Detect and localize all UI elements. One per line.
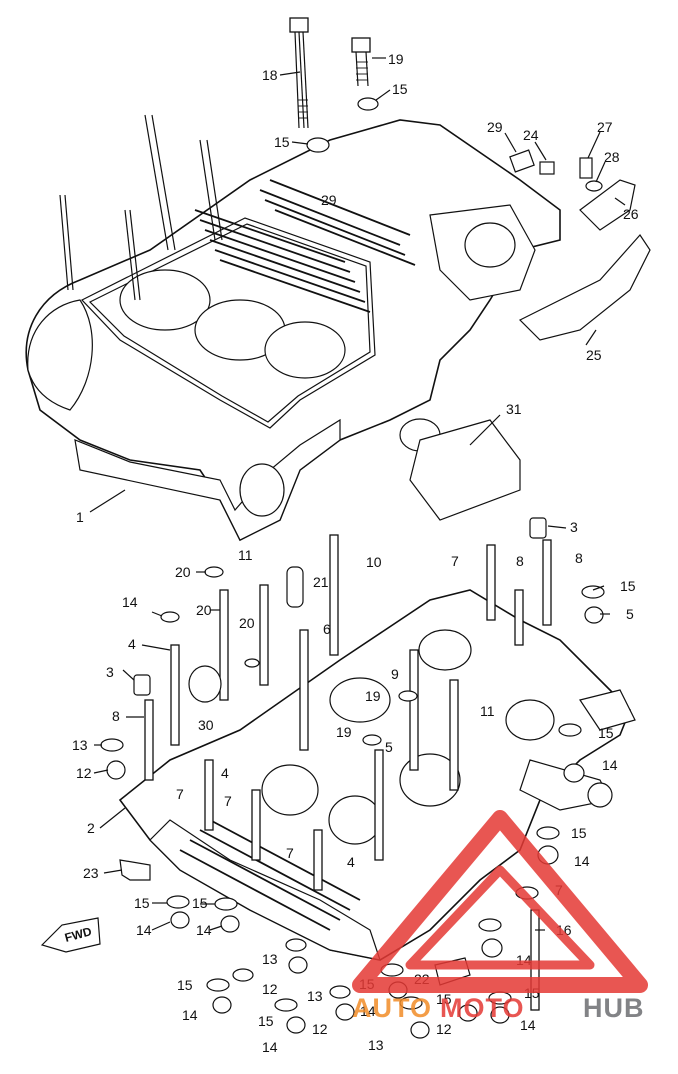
watermark-moto: MOTO	[440, 993, 525, 1023]
filter-30	[188, 665, 222, 703]
callout-15: 15	[258, 1013, 274, 1029]
upper-crankcase	[25, 114, 651, 542]
callout-13: 13	[307, 988, 323, 1004]
callout-25: 25	[586, 347, 602, 363]
callout-5: 5	[385, 739, 393, 755]
callout-20: 20	[175, 564, 191, 580]
callout-15: 15	[392, 81, 408, 97]
callout-19: 19	[365, 688, 381, 704]
callout-13: 13	[262, 951, 278, 967]
callout-28: 28	[604, 149, 620, 165]
leader-lines	[89, 57, 626, 931]
callout-31: 31	[506, 401, 522, 417]
screw-27	[579, 157, 593, 179]
dowel-3-right	[529, 517, 547, 539]
watermark-hub: HUB	[583, 993, 645, 1023]
callout-12: 12	[436, 1021, 452, 1037]
callout-11: 11	[238, 547, 253, 563]
callout-15: 15	[436, 991, 452, 1007]
callout-2: 2	[87, 820, 95, 836]
callout-14: 14	[182, 1007, 198, 1023]
callout-20: 20	[239, 615, 255, 631]
bolt-18	[289, 17, 309, 129]
bracket-23	[119, 859, 151, 881]
callout-21: 21	[313, 574, 329, 590]
oring-20-a	[204, 566, 224, 578]
callout-14: 14	[136, 922, 152, 938]
washer-15-top	[357, 97, 379, 111]
callout-14: 14	[360, 1003, 376, 1019]
nuts-and-washers	[100, 585, 605, 1039]
callout-15: 15	[177, 977, 193, 993]
dowel-3-left	[133, 674, 151, 696]
callout-14: 14	[574, 853, 590, 869]
callout-5: 20	[196, 602, 212, 618]
callout-29: 29	[321, 192, 337, 208]
oring-19-b	[362, 734, 382, 746]
callout-12: 12	[262, 981, 278, 997]
callout-9: 9	[391, 666, 399, 682]
callout-12: 12	[76, 765, 92, 781]
washer-15-left	[306, 137, 330, 153]
callout-14: 14	[602, 757, 618, 773]
callout-20: 14	[122, 594, 138, 610]
callout-8: 8	[112, 708, 120, 724]
callout-14: 5	[626, 606, 634, 622]
callout-19: 19	[336, 724, 352, 740]
watermark-logo: AUTO MOTO HUB	[352, 810, 648, 1023]
callout-24: 24	[523, 127, 539, 143]
callout-29: 29	[487, 119, 503, 135]
watermark-triangle-outer	[352, 810, 648, 993]
callout-7: 7	[176, 786, 184, 802]
callout-14: 14	[520, 1017, 536, 1033]
callout-10: 10	[366, 554, 382, 570]
callout-15: 15	[620, 578, 636, 594]
fwd-arrow: FWD	[40, 917, 101, 953]
oring-20-c	[244, 658, 260, 668]
bolt-19-top	[351, 37, 371, 87]
watermark-triangle-inner	[405, 865, 595, 970]
callout-6: 6	[323, 621, 331, 637]
callout-1: 1	[76, 509, 84, 525]
callout-7: 7	[224, 793, 232, 809]
callout-30: 30	[198, 717, 214, 733]
callout-3: 3	[570, 519, 578, 535]
callout-3: 3	[106, 664, 114, 680]
oring-20-b	[160, 611, 180, 623]
callout-7: 7	[451, 553, 459, 569]
studs	[144, 534, 552, 1011]
callout-7: 7	[286, 845, 294, 861]
plug-29	[509, 149, 535, 173]
callout-15: 15	[192, 895, 208, 911]
callout-19: 19	[388, 51, 404, 67]
callout-8: 8	[575, 550, 583, 566]
fwd-label: FWD	[63, 924, 93, 945]
callout-18: 18	[262, 67, 278, 83]
callout-27: 27	[597, 119, 613, 135]
pin-21	[286, 566, 304, 608]
callout-26: 26	[623, 206, 639, 222]
callout-11: 11	[480, 703, 495, 719]
callout-4: 4	[347, 854, 355, 870]
callout-14: 14	[262, 1039, 278, 1055]
callout-13: 13	[72, 737, 88, 753]
callout-14: 14	[196, 922, 212, 938]
callout-12: 12	[312, 1021, 328, 1037]
callout-15: 15	[571, 825, 587, 841]
callout-23: 23	[83, 865, 99, 881]
callout-15: 15	[274, 134, 290, 150]
screw-24	[539, 161, 555, 175]
callout-4: 4	[221, 765, 229, 781]
watermark-auto: AUTO	[352, 993, 432, 1023]
callout-4: 4	[128, 636, 136, 652]
callout-15: 15	[134, 895, 150, 911]
callout-13: 13	[368, 1037, 384, 1053]
oring-19-a	[398, 690, 418, 702]
washer-28	[585, 180, 603, 192]
callout-8: 8	[516, 553, 524, 569]
callout-15: 15	[598, 725, 614, 741]
